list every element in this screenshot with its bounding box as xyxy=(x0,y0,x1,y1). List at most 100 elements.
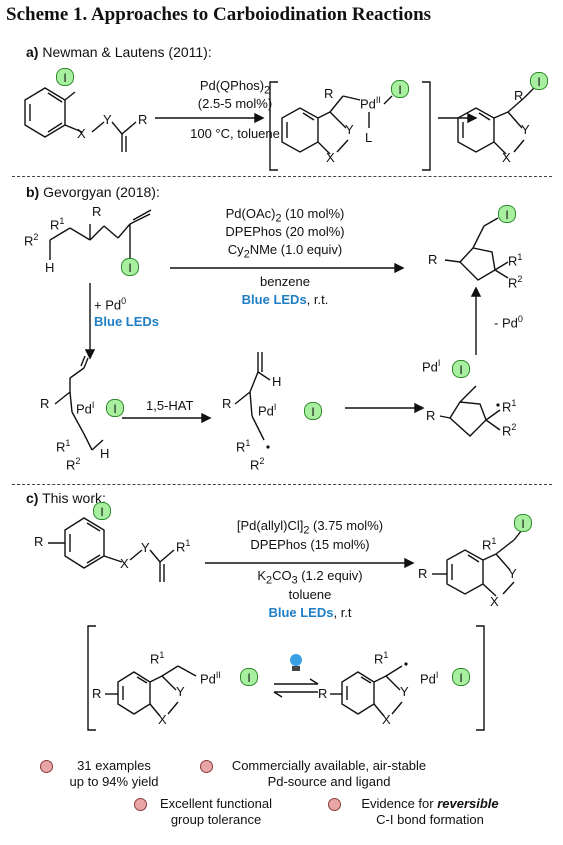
c-sub-Y: Y xyxy=(141,540,150,555)
a-int-X: X xyxy=(326,150,335,165)
b-int3-R1: R1 xyxy=(502,398,517,415)
b-sub-H: H xyxy=(45,260,55,275)
b-int3-iodine-icon: I xyxy=(452,360,470,378)
b-int2-Pd: PdI xyxy=(258,402,277,419)
scheme-title: Scheme 1. Approaches to Carboiodination … xyxy=(6,4,432,25)
a-int-iodine-icon: I xyxy=(391,80,409,98)
a-product-Y: Y xyxy=(521,122,530,137)
c-int1-R1: R1 xyxy=(150,650,165,667)
b-int2-H: H xyxy=(272,374,282,389)
section-b-condition-1: Pd(OAc)2 (10 mol%) xyxy=(225,206,345,225)
a-substrate-X: X xyxy=(77,126,86,141)
bullet-icon-3 xyxy=(134,798,147,811)
c-sub-R1: R1 xyxy=(176,538,191,555)
section-c-condition-1: [Pd(allyl)Cl]2 (3.75 mol%) xyxy=(236,518,384,537)
b-int1-R: R xyxy=(40,396,50,411)
c-product-Y: Y xyxy=(508,566,517,581)
b-sub-R1: R1 xyxy=(50,216,65,233)
a-substrate-benzene xyxy=(24,87,66,138)
c-int2-Pd: PdI xyxy=(420,670,439,687)
c-product-R: R xyxy=(418,566,428,581)
section-a-condition-1: Pd(QPhos)2 xyxy=(199,78,271,97)
a-int-Y: Y xyxy=(345,122,354,137)
c-product-iodine-icon: I xyxy=(514,514,532,532)
section-c-condition-2: DPEPhos (15 mol%) xyxy=(250,537,370,552)
b-int3-Pd: PdI xyxy=(422,358,441,375)
section-c-label: This work: xyxy=(42,490,106,506)
a-int-L: L xyxy=(365,130,373,145)
section-b-condition-2: DPEPhos (20 mol%) xyxy=(225,224,345,239)
bullet-icon-1 xyxy=(40,760,53,773)
section-b-condition-3: Cy2NMe (1.0 equiv) xyxy=(227,242,343,261)
light-bulb-icon xyxy=(290,654,302,671)
c-sub-R: R xyxy=(34,534,44,549)
b-int1-Pd: PdI xyxy=(76,400,95,417)
radical-dot-c xyxy=(404,662,408,666)
b-sub-R2: R2 xyxy=(24,232,39,249)
b-int2-R: R xyxy=(222,396,232,411)
radical-dot-b xyxy=(496,403,500,407)
section-a-letter: a) xyxy=(26,44,39,60)
b-hat-label: 1,5-HAT xyxy=(146,398,194,413)
section-b-condition-4: benzene xyxy=(260,274,310,289)
radical-dot-b2 xyxy=(266,445,270,449)
bullet-icon-2 xyxy=(200,760,213,773)
section-a-header: a) Newman & Lautens (2011): xyxy=(26,44,212,60)
b-int2-R1: R1 xyxy=(236,438,251,455)
section-c-condition-4: toluene xyxy=(288,587,332,602)
section-b-label: Gevorgyan (2018): xyxy=(43,184,160,200)
c-int1-R: R xyxy=(92,686,102,701)
c-product-X: X xyxy=(490,594,499,609)
divider-ab xyxy=(12,176,552,177)
a-product-iodine-icon: I xyxy=(530,72,548,90)
a-substrate-iodine-icon: I xyxy=(56,68,74,86)
c-int2-iodine-icon: I xyxy=(452,668,470,686)
section-b-condition-5: Blue LEDs, r.t. xyxy=(241,292,329,307)
b-int1-R2: R2 xyxy=(66,456,81,473)
a-substrate-Y: Y xyxy=(103,112,112,127)
b-int2-iodine-icon: I xyxy=(304,402,322,420)
b-sub-iodine-icon: I xyxy=(121,258,139,276)
section-a-label: Newman & Lautens (2011): xyxy=(42,44,212,60)
c-sub-iodine-icon: I xyxy=(93,502,111,520)
b-int3-R2: R2 xyxy=(502,422,517,439)
b-sub-R: R xyxy=(92,204,102,219)
c-int2-X: X xyxy=(382,712,391,727)
section-c-header: c) This work: xyxy=(26,490,106,506)
b-up-reagent: - Pd0 xyxy=(494,314,523,331)
b-down-blue-leds: Blue LEDs xyxy=(94,314,160,329)
c-int1-Pd: PdII xyxy=(200,670,221,687)
a-substrate-R: R xyxy=(138,112,148,127)
a-int-R: R xyxy=(324,86,334,101)
section-c-letter: c) xyxy=(26,490,39,506)
section-b-header: b) Gevorgyan (2018): xyxy=(26,184,160,200)
b-down-reagent: + Pd0 xyxy=(94,296,127,313)
b-product-R: R xyxy=(428,252,438,267)
b-int3-R: R xyxy=(426,408,436,423)
section-c-condition-3: K2CO3 (1.2 equiv) xyxy=(257,568,363,587)
a-product-X: X xyxy=(502,150,511,165)
c-product-R1: R1 xyxy=(482,536,497,553)
b-int2-R2: R2 xyxy=(250,456,265,473)
b-int1-iodine-icon: I xyxy=(106,399,124,417)
c-int1-X: X xyxy=(158,712,167,727)
c-int1-Y: Y xyxy=(176,684,185,699)
b-int1-H: H xyxy=(100,446,110,461)
divider-bc xyxy=(12,484,552,485)
section-a-condition-2: (2.5-5 mol%) xyxy=(197,96,273,111)
c-int1-iodine-icon: I xyxy=(240,668,258,686)
c-int2-R: R xyxy=(318,686,328,701)
c-sub-X: X xyxy=(120,556,129,571)
bullet-icon-4 xyxy=(328,798,341,811)
section-c-condition-5: Blue LEDs, r.t xyxy=(268,605,352,620)
b-product-iodine-icon: I xyxy=(498,205,516,223)
a-product-R: R xyxy=(514,88,524,103)
section-a-condition-3: 100 °C, toluene xyxy=(190,126,280,141)
c-int2-Y: Y xyxy=(400,684,409,699)
radical-dot-b1 xyxy=(88,354,92,358)
section-b-letter: b) xyxy=(26,184,40,200)
